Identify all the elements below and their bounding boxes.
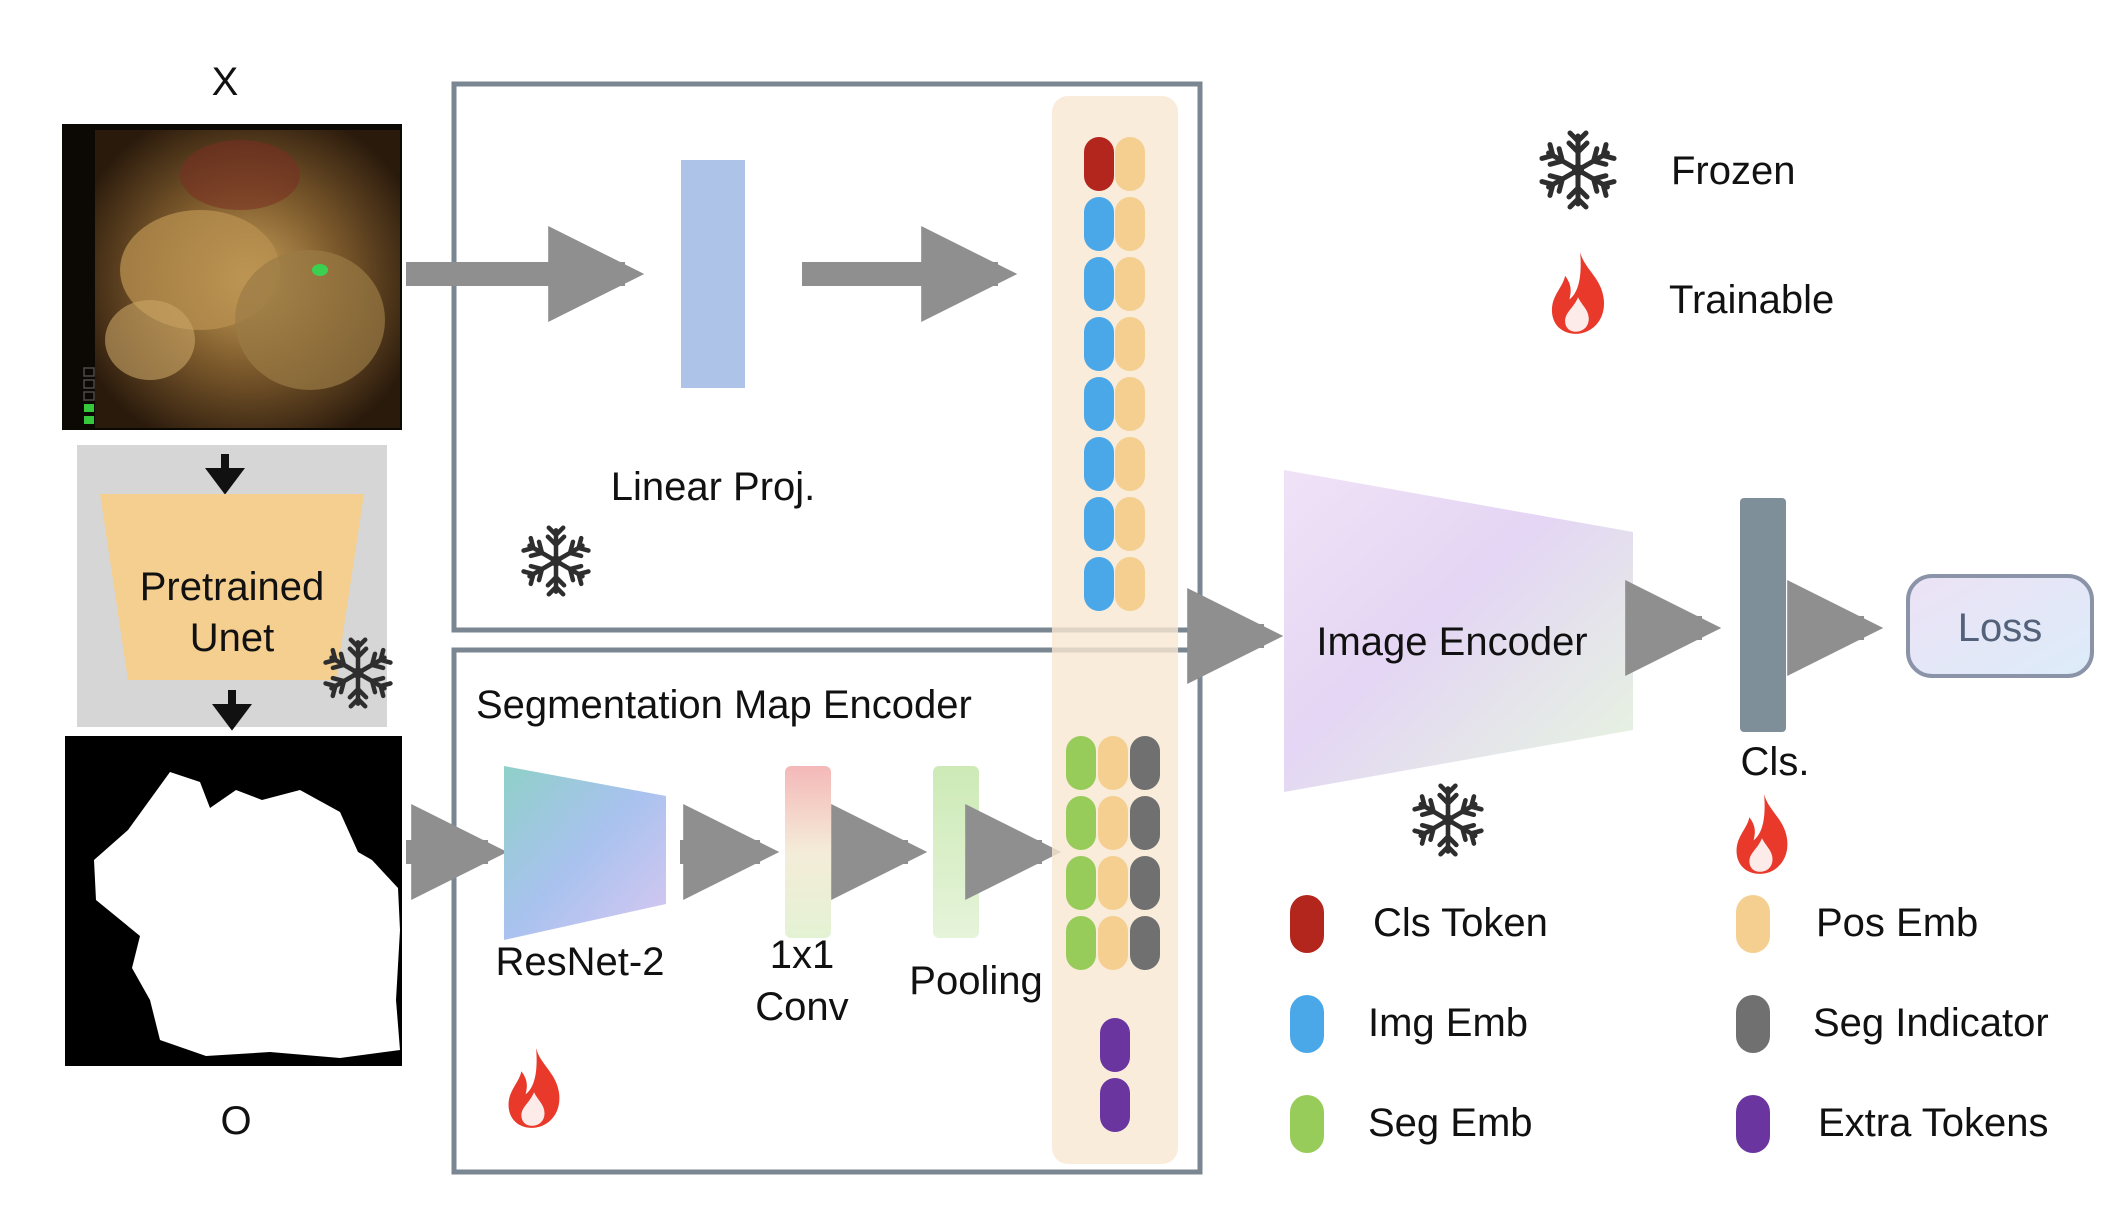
- resnet-block: [504, 766, 666, 940]
- input-x-label: X: [212, 60, 239, 104]
- pos-emb-token: [1098, 916, 1128, 970]
- pos-emb-token: [1115, 257, 1145, 311]
- legend-pos-emb-swatch: [1736, 895, 1770, 953]
- pos-emb-token: [1098, 856, 1128, 910]
- legend-cls-token-label: Cls Token: [1373, 901, 1548, 945]
- legend-pos-emb-label: Pos Emb: [1816, 901, 1978, 945]
- legend-img-emb-swatch: [1290, 995, 1324, 1053]
- image-encoder-block: [1284, 470, 1633, 792]
- legend-img-emb-label: Img Emb: [1368, 1001, 1528, 1045]
- pooling-block: [933, 766, 979, 938]
- unet-label-line1: Pretrained: [140, 565, 325, 609]
- img-emb-token: [1084, 257, 1114, 311]
- down-arrow: [205, 454, 245, 495]
- img-emb-token: [1084, 557, 1114, 611]
- linear-proj-block: [681, 160, 745, 388]
- conv-label-line1: 1x1: [770, 933, 835, 977]
- pos-emb-token: [1115, 197, 1145, 251]
- pos-emb-token: [1115, 497, 1145, 551]
- legend-extra-tokens-swatch: [1736, 1095, 1770, 1153]
- extra-token: [1100, 1078, 1130, 1132]
- seg-encoder-box: [451, 647, 1203, 1175]
- unet-label-line2: Unet: [190, 616, 275, 660]
- down-arrow: [212, 690, 252, 731]
- token-sequence-panel: [1052, 96, 1178, 1164]
- pos-emb-token: [1115, 377, 1145, 431]
- seg-indicator-token: [1130, 736, 1160, 790]
- segmentation-mask: [65, 736, 402, 1066]
- conv-label-line2: Conv: [755, 985, 848, 1029]
- seg-indicator-token: [1130, 856, 1160, 910]
- snowflake-icon: [1414, 786, 1482, 854]
- extra-token: [1100, 1018, 1130, 1072]
- seg-emb-token: [1066, 916, 1096, 970]
- legend-seg-emb-swatch: [1290, 1095, 1324, 1153]
- conv-block: [785, 766, 831, 938]
- pos-emb-token: [1115, 437, 1145, 491]
- cls-head-label: Cls.: [1741, 740, 1810, 784]
- img-emb-token: [1084, 497, 1114, 551]
- snowflake-icon: [1541, 133, 1614, 207]
- pooling-label: Pooling: [909, 959, 1042, 1003]
- snowflake-icon: [523, 528, 589, 595]
- img-emb-token: [1084, 197, 1114, 251]
- linear-proj-box: [451, 81, 1203, 633]
- seg-emb-token: [1066, 856, 1096, 910]
- input-image: [62, 124, 402, 430]
- seg-encoder-title: Segmentation Map Encoder: [476, 683, 972, 727]
- cls-head-block: [1740, 498, 1786, 732]
- unet-trapezoid: [100, 494, 364, 680]
- legend-seg-emb-label: Seg Emb: [1368, 1101, 1533, 1145]
- img-emb-token: [1084, 377, 1114, 431]
- flame-icon: [1736, 794, 1788, 874]
- loss-box: [1906, 574, 2094, 678]
- legend-seg-indicator-swatch: [1736, 995, 1770, 1053]
- linear-proj-label: Linear Proj.: [611, 465, 816, 509]
- legend-trainable-label: Trainable: [1669, 278, 1834, 322]
- img-emb-token: [1084, 317, 1114, 371]
- seg-indicator-token: [1130, 916, 1160, 970]
- seg-emb-token: [1066, 796, 1096, 850]
- cls-token: [1084, 137, 1114, 191]
- legend-frozen-label: Frozen: [1671, 149, 1796, 193]
- legend-cls-token-swatch: [1290, 895, 1324, 953]
- pos-emb-token: [1098, 796, 1128, 850]
- image-encoder-label: Image Encoder: [1316, 620, 1587, 664]
- pos-emb-token: [1098, 736, 1128, 790]
- resnet-label: ResNet-2: [496, 940, 665, 984]
- flame-icon: [508, 1048, 560, 1128]
- seg-indicator-token: [1130, 796, 1160, 850]
- img-emb-token: [1084, 437, 1114, 491]
- flame-icon: [1551, 252, 1605, 334]
- loss-label: Loss: [1958, 606, 2043, 650]
- pos-emb-token: [1115, 317, 1145, 371]
- legend-seg-indicator-label: Seg Indicator: [1813, 1001, 2049, 1045]
- seg-emb-token: [1066, 736, 1096, 790]
- legend-extra-tokens-label: Extra Tokens: [1818, 1101, 2049, 1145]
- pos-emb-token: [1115, 557, 1145, 611]
- pos-emb-token: [1115, 137, 1145, 191]
- output-o-label: O: [220, 1099, 251, 1143]
